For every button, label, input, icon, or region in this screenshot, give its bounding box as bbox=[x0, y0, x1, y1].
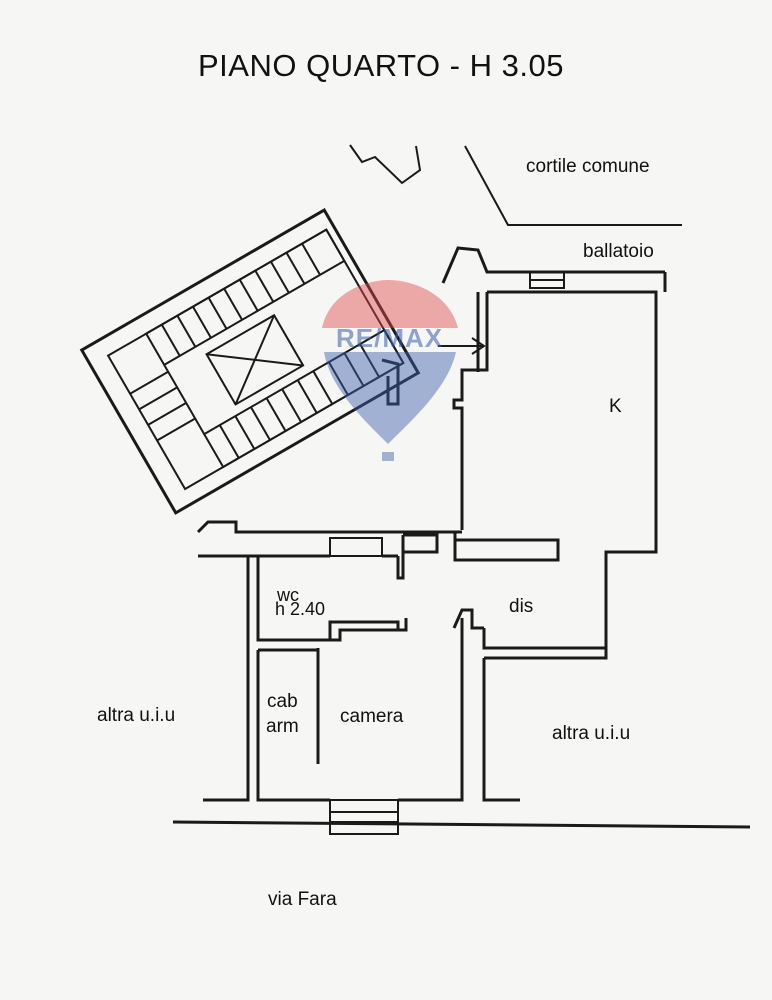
landing-corner bbox=[381, 358, 400, 406]
watermark-basket bbox=[382, 452, 394, 461]
stair-steps-upper bbox=[160, 243, 321, 357]
remax-watermark bbox=[322, 280, 458, 461]
entrance-arrow-icon bbox=[438, 337, 486, 355]
ballatoio-label: ballatoio bbox=[583, 241, 654, 262]
watermark-balloon-top bbox=[322, 280, 458, 328]
watermark-balloon-bottom bbox=[324, 352, 456, 444]
cab-label: cab bbox=[267, 691, 298, 712]
kitchen-walls bbox=[452, 272, 667, 650]
wc-height-label: h 2.40 bbox=[275, 599, 326, 619]
street-wall bbox=[172, 799, 751, 835]
street-label: via Fara bbox=[268, 889, 337, 910]
stair-block bbox=[79, 208, 421, 515]
dis-label: dis bbox=[509, 596, 534, 617]
watermark-text: RE/MAX bbox=[336, 323, 444, 353]
stair-steps-landing bbox=[129, 364, 206, 442]
elevator-shaft bbox=[205, 313, 305, 406]
altra-uiu-right-label: altra u.i.u bbox=[552, 723, 631, 744]
kitchen-label: K bbox=[609, 396, 622, 417]
bedroom-walls bbox=[203, 556, 608, 802]
cortile-label: cortile comune bbox=[526, 156, 650, 177]
page-title: PIANO QUARTO - H 3.05 bbox=[198, 48, 564, 83]
stair-steps-lower bbox=[218, 343, 380, 459]
balcony-outline bbox=[441, 246, 665, 289]
corridor-walls bbox=[196, 520, 560, 580]
wc-label: wc bbox=[277, 585, 299, 605]
altra-uiu-left-label: altra u.i.u bbox=[97, 705, 176, 726]
courtyard-outline bbox=[349, 144, 682, 226]
arm-label: arm bbox=[266, 716, 299, 737]
camera-label: camera bbox=[340, 706, 404, 727]
